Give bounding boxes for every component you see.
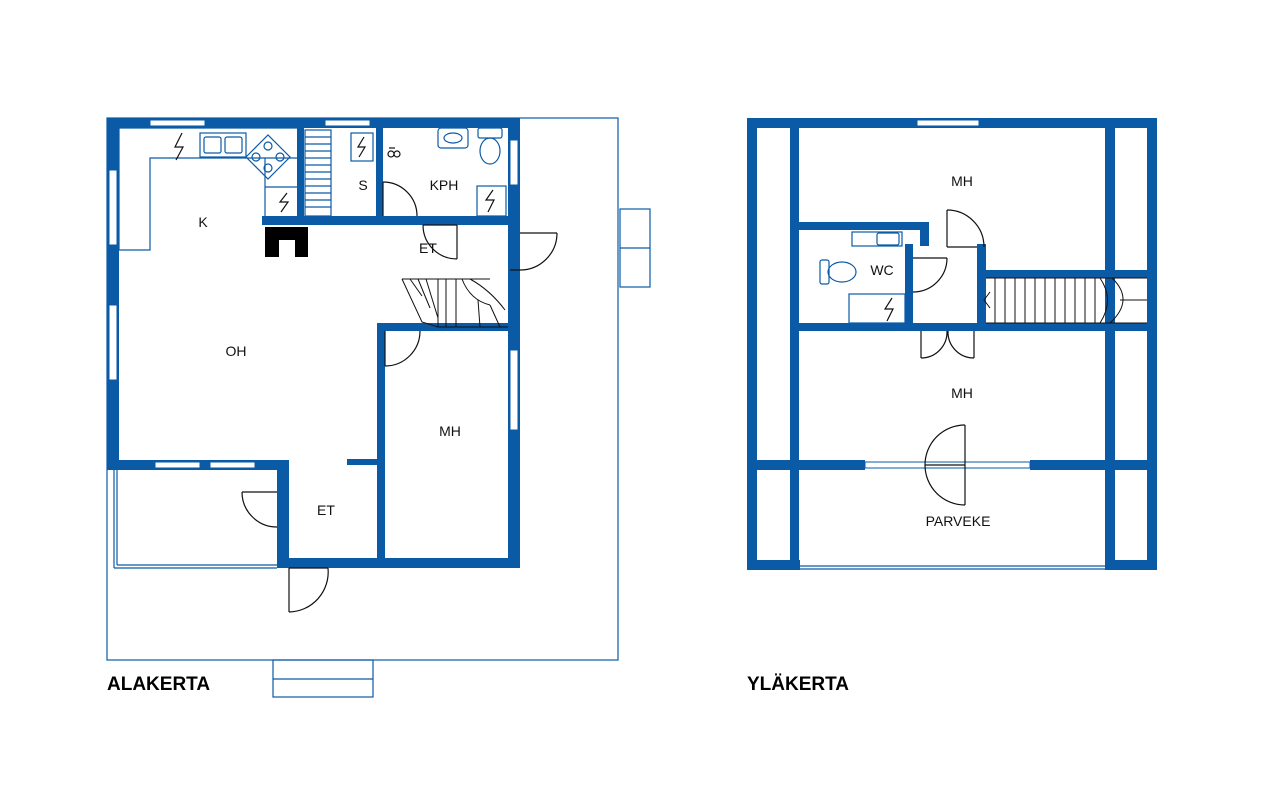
room-label-hall-lower: ET [317, 502, 335, 518]
bathroom-door [422, 224, 458, 260]
sauna-bench [304, 129, 332, 217]
room-label-bathroom: KPH [430, 177, 459, 193]
lower-windows [108, 119, 519, 469]
room-label-bedroom: MH [439, 423, 461, 439]
room-label-kitchen: K [198, 214, 208, 230]
sauna-door [382, 181, 418, 217]
lower-floor: K S KPH ET OH MH ET [106, 117, 651, 698]
terrace-outline [106, 117, 619, 661]
front-door [288, 567, 329, 613]
sauna-stove-icon [350, 132, 374, 162]
room-label-wc: WC [870, 262, 893, 278]
sink-icon [437, 127, 469, 149]
wc-door [912, 257, 948, 293]
bedroom-door [384, 330, 421, 367]
kitchen-counter [118, 127, 297, 251]
balcony-front [800, 565, 1105, 570]
electric-heater-icon [476, 185, 507, 217]
top-bedroom-door [946, 209, 985, 248]
middle-bedroom-door [920, 330, 975, 359]
toilet-icon [819, 259, 857, 285]
bathroom-fixtures [387, 127, 507, 217]
upper-doors [912, 209, 985, 506]
electric-heater-icon [848, 293, 906, 324]
porch-door [241, 491, 278, 528]
floor-label-upper: YLÄKERTA [747, 674, 850, 695]
room-label-living: OH [226, 343, 247, 359]
toilet-icon [477, 127, 503, 165]
fireplace-icon [265, 227, 308, 257]
shower-icon [387, 147, 401, 158]
lower-staircase [401, 278, 508, 328]
room-label-bedroom-middle: MH [951, 385, 973, 401]
electric-heater-icon [174, 132, 290, 213]
room-label-sauna: S [358, 177, 367, 193]
sink-icon [199, 132, 247, 158]
upper-staircase [983, 277, 1147, 324]
floor-label-lower: ALAKERTA [107, 674, 211, 695]
room-label-hall-upper: ET [419, 240, 437, 256]
stove-icon [245, 134, 291, 180]
glazed-porch [113, 470, 277, 569]
sink-icon [851, 231, 903, 247]
entrance-side-door [510, 232, 558, 271]
lower-doors [241, 181, 558, 613]
wc-fixtures [819, 231, 906, 324]
room-label-balcony: PARVEKE [926, 513, 991, 529]
balcony-door [924, 424, 966, 506]
upper-floor: MH WC MH PARVEKE [747, 118, 1157, 570]
room-label-bedroom-top: MH [951, 173, 973, 189]
